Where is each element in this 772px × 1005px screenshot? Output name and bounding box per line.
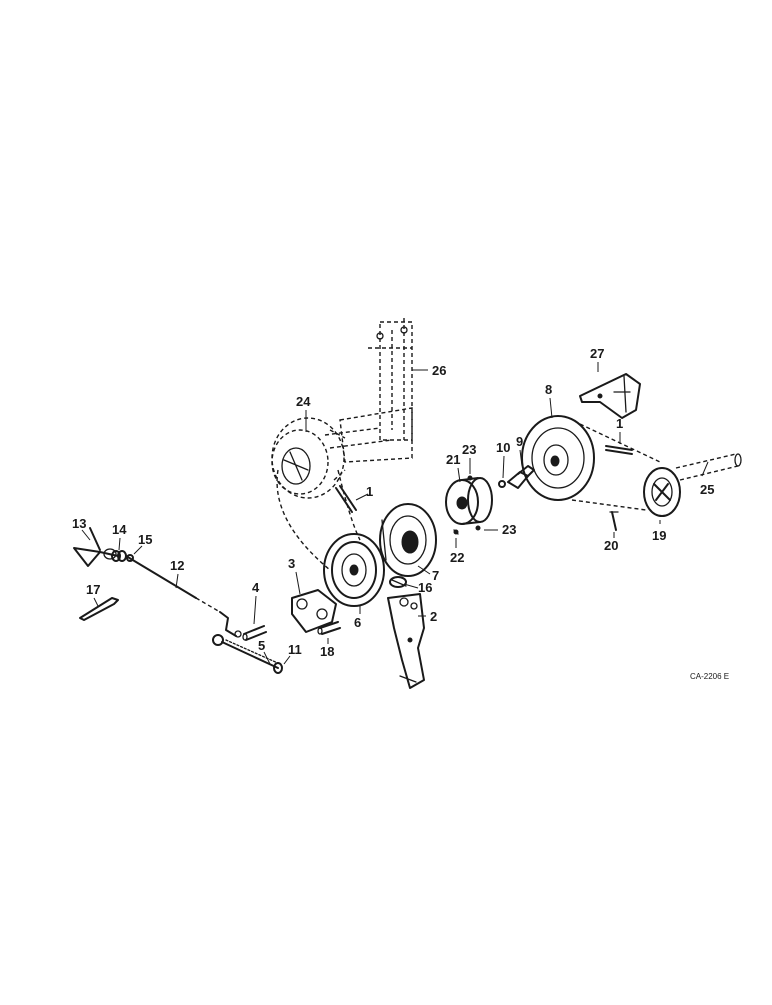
callout-labels: 26 27 24 8 1 1 23 23 21 10 9 25 19 20 22…	[72, 346, 714, 659]
callout-25: 25	[700, 482, 714, 497]
part-15-washer	[126, 554, 134, 562]
part-8-large-pulley	[521, 415, 595, 501]
part-21-hub	[445, 477, 493, 525]
part-25-shaft	[675, 453, 742, 481]
callout-5: 5	[258, 638, 265, 653]
part-5-threaded-rod	[212, 634, 281, 669]
callout-26: 26	[432, 363, 446, 378]
belt-upper-to-drive-pulley	[276, 469, 361, 571]
callout-19: 19	[652, 528, 666, 543]
part-18-pin	[317, 621, 341, 635]
part-12-control-rod	[125, 555, 242, 638]
callout-6: 6	[354, 615, 361, 630]
callout-27: 27	[590, 346, 604, 361]
callout-23-bottom: 23	[502, 522, 516, 537]
part-14-collar	[111, 550, 127, 562]
figure-reference-code: CA-2206 E	[690, 672, 729, 681]
callout-3: 3	[288, 556, 295, 571]
part-3-clevis-block	[291, 589, 337, 633]
part-6-drive-pulley	[323, 533, 385, 607]
callout-12: 12	[170, 558, 184, 573]
callout-8: 8	[545, 382, 552, 397]
callout-15: 15	[138, 532, 152, 547]
callout-20: 20	[604, 538, 618, 553]
part-20-pin	[609, 511, 619, 531]
belt-right-pulleys	[571, 423, 661, 511]
callout-22: 22	[450, 550, 464, 565]
callout-17: 17	[86, 582, 100, 597]
callout-18: 18	[320, 644, 334, 659]
callout-4: 4	[252, 580, 260, 595]
callout-11: 11	[288, 642, 302, 657]
part-26-mounting-bracket	[324, 318, 413, 463]
part-7-clutch-disc	[379, 503, 437, 577]
part-1-key-right	[605, 445, 633, 455]
callout-24: 24	[296, 394, 311, 409]
part-23-set-screws	[467, 475, 481, 531]
callout-23-top: 23	[462, 442, 476, 457]
callout-21: 21	[446, 452, 460, 467]
callout-13: 13	[72, 516, 86, 531]
part-13-handle	[73, 527, 119, 567]
callout-9: 9	[516, 434, 523, 449]
part-1-key-left	[335, 485, 357, 513]
part-19-small-pulley	[643, 467, 681, 517]
part-2-idler-arm	[387, 593, 425, 689]
part-22-screw	[453, 529, 459, 535]
callout-16: 16	[418, 580, 432, 595]
part-17-clip	[79, 597, 119, 621]
callout-7: 7	[432, 568, 439, 583]
part-16-bolt	[389, 576, 407, 588]
callout-14: 14	[112, 522, 127, 537]
callout-1-right: 1	[616, 416, 623, 431]
part-11-nut	[273, 662, 283, 674]
leader-lines	[81, 362, 709, 665]
part-4-pin	[242, 625, 267, 641]
part-24-double-pulley	[271, 417, 346, 499]
callout-10: 10	[496, 440, 510, 455]
callout-2: 2	[430, 609, 437, 624]
callout-1-left: 1	[366, 484, 373, 499]
part-10-bushing	[498, 480, 506, 488]
part-27-bracket	[579, 373, 641, 419]
